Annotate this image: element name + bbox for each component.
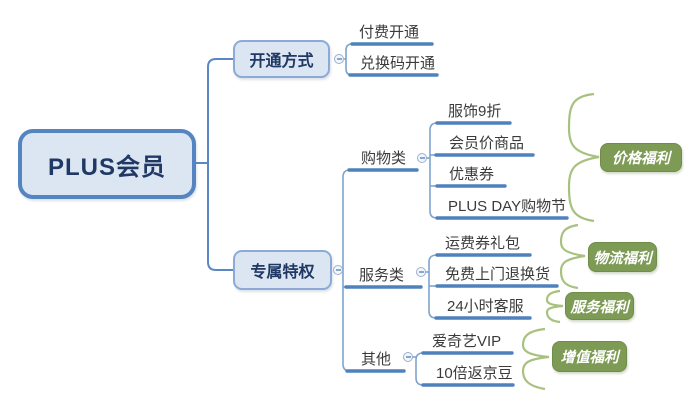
leaf-member-price[interactable]: 会员价商品 — [449, 135, 525, 152]
topic-service[interactable]: 服务类 — [359, 267, 405, 284]
callout-price-benefit[interactable]: 价格福利 — [600, 143, 682, 172]
leaf-iqiyi-vip[interactable]: 爱奇艺VIP — [432, 333, 502, 350]
topic-shopping[interactable]: 购物类 — [361, 150, 407, 167]
leaf-jd-beans[interactable]: 10倍返京豆 — [436, 365, 513, 382]
leaf-free-return[interactable]: 免费上门退换货 — [445, 266, 551, 283]
minus-icon — [405, 356, 411, 358]
collapse-icon-open-method[interactable] — [334, 54, 344, 64]
collapse-icon-other[interactable] — [403, 352, 413, 362]
callout-value-benefit[interactable]: 增值福利 — [552, 341, 627, 372]
trunk-connector — [196, 58, 233, 271]
topic-other[interactable]: 其他 — [361, 351, 392, 368]
callout-braces — [521, 92, 600, 391]
branch-open-method[interactable]: 开通方式 — [233, 40, 330, 78]
leaf-redeem-code[interactable]: 兑换码开通 — [360, 55, 436, 72]
minus-icon — [336, 58, 342, 60]
callout-service-benefit[interactable]: 服务福利 — [565, 292, 634, 320]
branch-privileges-label: 专属特权 — [250, 264, 315, 281]
root-label: PLUS会员 — [47, 153, 166, 181]
leaf-24h-service[interactable]: 24小时客服 — [447, 298, 524, 315]
minus-icon — [419, 157, 425, 159]
leaf-shipping-coupon[interactable]: 运费券礼包 — [445, 235, 521, 252]
collapse-icon-service[interactable] — [416, 267, 426, 277]
root-node[interactable]: PLUS会员 — [18, 129, 196, 199]
node-underlines — [344, 42, 569, 387]
branch-connectors — [342, 43, 438, 386]
minus-icon — [335, 269, 341, 271]
leaf-coupon[interactable]: 优惠券 — [449, 166, 495, 183]
collapse-icon-shopping[interactable] — [417, 153, 427, 163]
leaf-clothing-discount[interactable]: 服饰9折 — [448, 103, 502, 120]
leaf-plus-day[interactable]: PLUS DAY购物节 — [448, 198, 567, 215]
leaf-paid-activation[interactable]: 付费开通 — [359, 24, 420, 41]
branch-open-method-label: 开通方式 — [249, 53, 314, 70]
minus-icon — [418, 271, 424, 273]
callout-logistics-benefit[interactable]: 物流福利 — [588, 242, 657, 272]
collapse-icon-privileges[interactable] — [333, 265, 343, 275]
branch-privileges[interactable]: 专属特权 — [233, 250, 332, 290]
